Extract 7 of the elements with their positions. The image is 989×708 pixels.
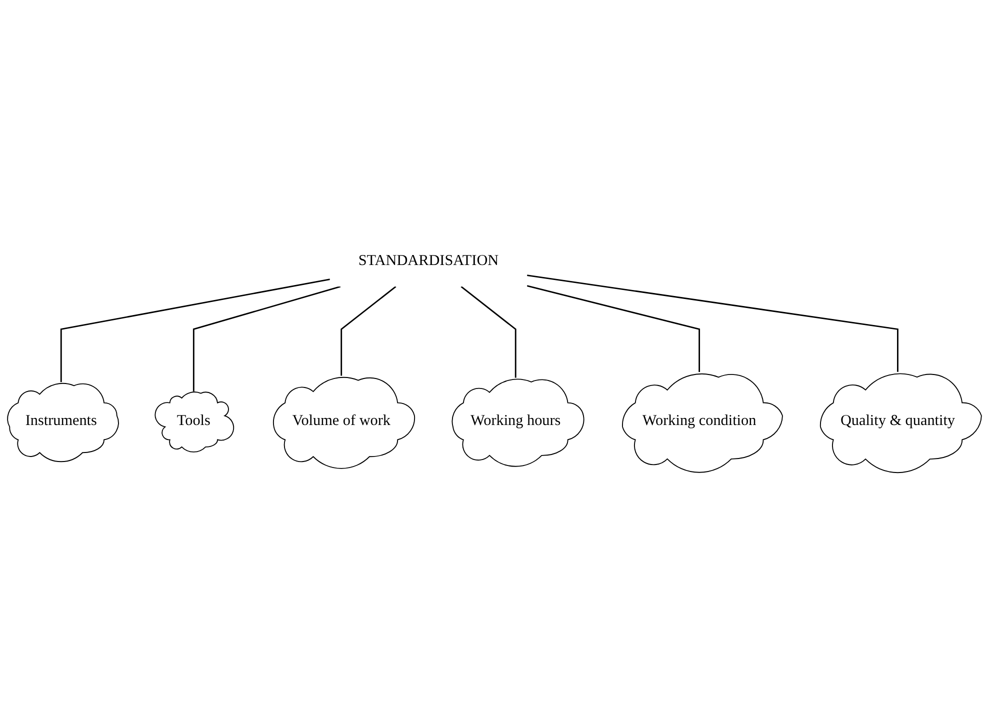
- connector: [192, 286, 341, 392]
- connector: [60, 278, 330, 382]
- node-text: STANDARDISATION: [358, 252, 499, 269]
- connector: [526, 274, 898, 372]
- connector: [526, 285, 700, 372]
- connector: [340, 286, 396, 376]
- connector: [460, 286, 516, 378]
